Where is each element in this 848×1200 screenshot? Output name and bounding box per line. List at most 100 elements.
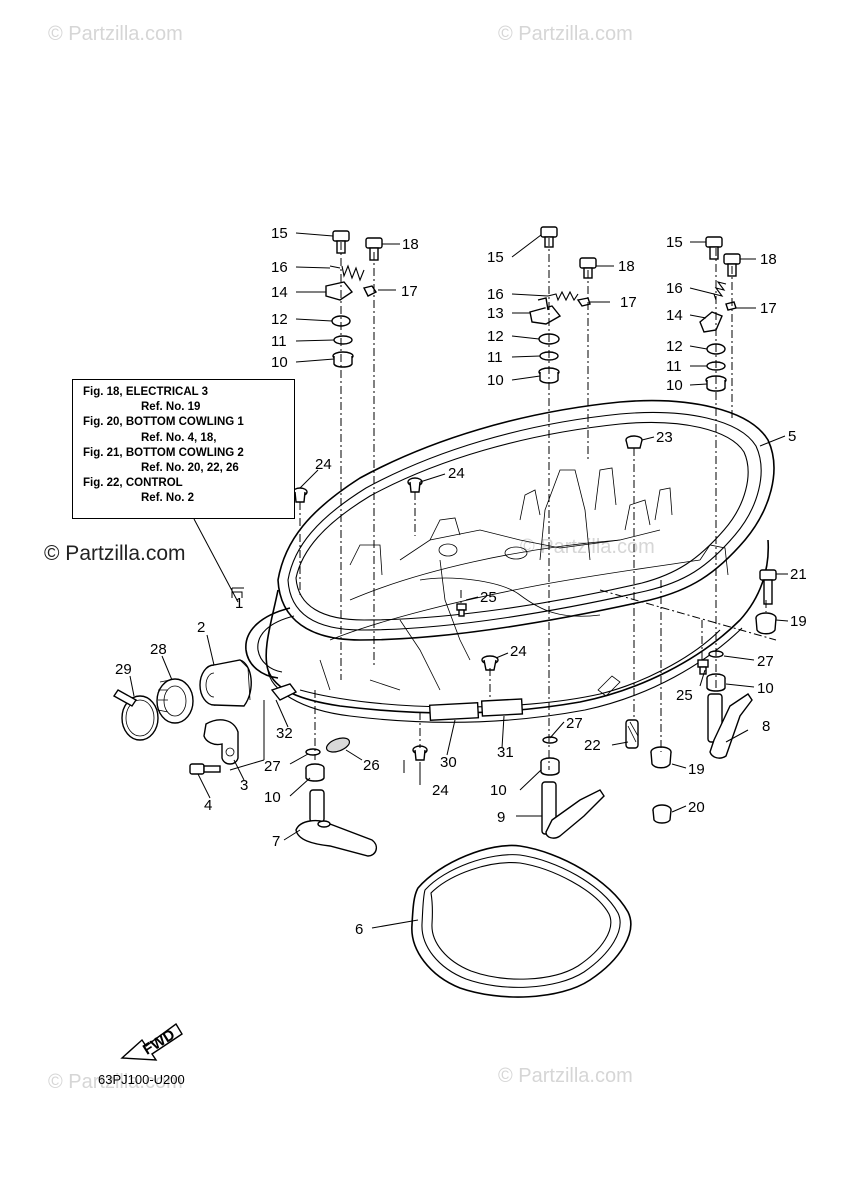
watermark-bottom-right: © Partzilla.com [498, 1065, 633, 1087]
part-14-bracket-left [325, 281, 354, 301]
callout-16: 16 [271, 259, 288, 276]
callout-15: 15 [271, 225, 288, 242]
part-16-spring-middle [547, 290, 579, 302]
callout-22: 22 [584, 737, 601, 754]
part-17-clip-right [725, 301, 737, 311]
callout-23: 23 [656, 429, 673, 446]
callout-1: 1 [235, 595, 243, 612]
callout-26: 26 [363, 757, 380, 774]
part-16-spring-left [329, 264, 365, 282]
part-3-clamp [203, 719, 239, 765]
part-10-grommet-lower-left [305, 763, 325, 782]
callout-28: 28 [150, 641, 167, 658]
part-1-seal [232, 591, 295, 679]
callout-3: 3 [240, 777, 248, 794]
part-24-plug-a [292, 487, 308, 503]
callout-18: 18 [760, 251, 777, 268]
part-27-washer-a [305, 748, 321, 756]
callout-numbers: 15 18 16 14 17 12 11 10 15 18 16 13 17 1… [115, 225, 807, 938]
part-28-grommet [156, 678, 194, 724]
leader-lines [129, 232, 789, 929]
part-24-plug-c [481, 655, 499, 671]
callout-10: 10 [757, 680, 774, 697]
part-24-plug-d [412, 745, 428, 761]
ref-fig-20: Fig. 20, BOTTOM COWLING 1 [83, 416, 244, 429]
callout-12: 12 [666, 338, 683, 355]
part-14-bracket-right [699, 311, 723, 333]
watermark-top-left: © Partzilla.com [48, 23, 183, 45]
callout-19: 19 [688, 761, 705, 778]
part-10-grommet-lower-right [706, 673, 726, 692]
callout-24: 24 [448, 465, 465, 482]
callout-9: 9 [497, 809, 505, 826]
callout-24: 24 [315, 456, 332, 473]
callout-19: 19 [790, 613, 807, 630]
callout-18: 18 [618, 258, 635, 275]
callout-17: 17 [401, 283, 418, 300]
callout-11: 11 [487, 349, 503, 366]
callout-16: 16 [487, 286, 504, 303]
fwd-arrow-icon: FWD [120, 1022, 183, 1061]
callout-4: 4 [204, 797, 212, 814]
part-2-grommet-holder [199, 659, 252, 707]
part-27-washer-b [542, 736, 558, 744]
callout-17: 17 [760, 300, 777, 317]
part-15-bolt-right [705, 236, 723, 260]
callout-30: 30 [440, 754, 457, 771]
part-25-bolt-b [697, 659, 709, 675]
callout-18: 18 [402, 236, 419, 253]
callout-25: 25 [676, 687, 693, 704]
callout-17: 17 [620, 294, 637, 311]
part-10-grommet-left [332, 351, 354, 368]
callout-14: 14 [271, 284, 288, 301]
callout-25: 25 [480, 589, 497, 606]
part-19-grommet-lower [650, 746, 672, 769]
callout-14: 14 [666, 307, 683, 324]
part-10-grommet-lower-middle [540, 757, 560, 776]
part-20-bolt [652, 804, 672, 824]
part-24-plug-b [407, 477, 423, 493]
callout-20: 20 [688, 799, 705, 816]
callout-31: 31 [497, 744, 514, 761]
part-8-lever-bracket [707, 693, 753, 759]
part-25-bolt-a [456, 603, 467, 617]
callout-12: 12 [487, 328, 504, 345]
callout-2: 2 [197, 619, 205, 636]
ref-no-20: Ref. No. 4, 18, [141, 431, 217, 444]
watermark-center: © Partzilla.com [520, 536, 655, 558]
part-26-grommet [325, 737, 351, 753]
callout-24: 24 [510, 643, 527, 660]
part-17-clip-left [362, 285, 378, 297]
callout-6: 6 [355, 921, 363, 938]
callout-13: 13 [487, 305, 504, 322]
ref-fig-18: Fig. 18, ELECTRICAL 3 [83, 386, 209, 398]
alignment-lines [299, 238, 777, 770]
part-17-clip-middle [576, 297, 591, 307]
part-6-rubber-seal [411, 844, 632, 998]
callout-12: 12 [271, 311, 288, 328]
callout-32: 32 [276, 725, 293, 742]
part-19-grommet-upper [755, 612, 777, 635]
reference-box: Fig. 18, ELECTRICAL 3 Ref. No. 19 Fig. 2… [72, 379, 295, 519]
part-22-pin [625, 719, 639, 749]
ref-no-22: Ref. No. 2 [141, 492, 195, 505]
callout-27: 27 [757, 653, 774, 670]
callout-27: 27 [566, 715, 583, 732]
part-4-bolt [189, 763, 221, 775]
callout-5: 5 [788, 428, 796, 445]
callout-11: 11 [271, 333, 287, 350]
callout-29: 29 [115, 661, 132, 678]
watermark-top-right: © Partzilla.com [498, 23, 633, 45]
ref-fig-21: Fig. 21, BOTTOM COWLING 2 [83, 446, 244, 459]
part-7-lever-bracket [295, 789, 378, 857]
callout-15: 15 [487, 249, 504, 266]
part-32-clip [270, 683, 298, 701]
callout-10: 10 [666, 377, 683, 394]
callout-16: 16 [666, 280, 683, 297]
part-13-bracket-middle [529, 297, 562, 325]
bottom-cowling-body [265, 399, 775, 723]
callout-27: 27 [264, 758, 281, 775]
callout-10: 10 [490, 782, 507, 799]
callout-7: 7 [272, 833, 280, 850]
